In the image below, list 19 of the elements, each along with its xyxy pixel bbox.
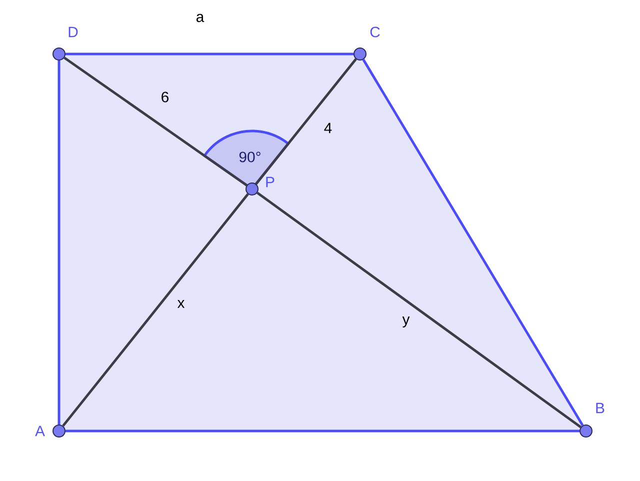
point-label: B xyxy=(596,402,604,414)
edge-label: 6 xyxy=(162,92,168,102)
line-segment xyxy=(66,430,580,432)
edge-label: y xyxy=(402,316,410,328)
edge-label: a xyxy=(196,14,204,22)
edge-label: 4 xyxy=(324,122,332,134)
edge-label: x xyxy=(177,300,185,308)
angle-label: 90° xyxy=(239,152,260,162)
line-segment xyxy=(58,60,60,424)
point-label: C xyxy=(370,26,380,38)
point-label: P xyxy=(266,176,274,188)
line-segment xyxy=(256,192,582,428)
point-label: D xyxy=(68,26,78,38)
line-segment xyxy=(362,58,584,426)
line-segment xyxy=(64,56,248,186)
line-segment xyxy=(255,58,357,185)
point-label: A xyxy=(35,426,45,436)
line-segment xyxy=(62,193,249,427)
line-segment xyxy=(66,52,354,56)
